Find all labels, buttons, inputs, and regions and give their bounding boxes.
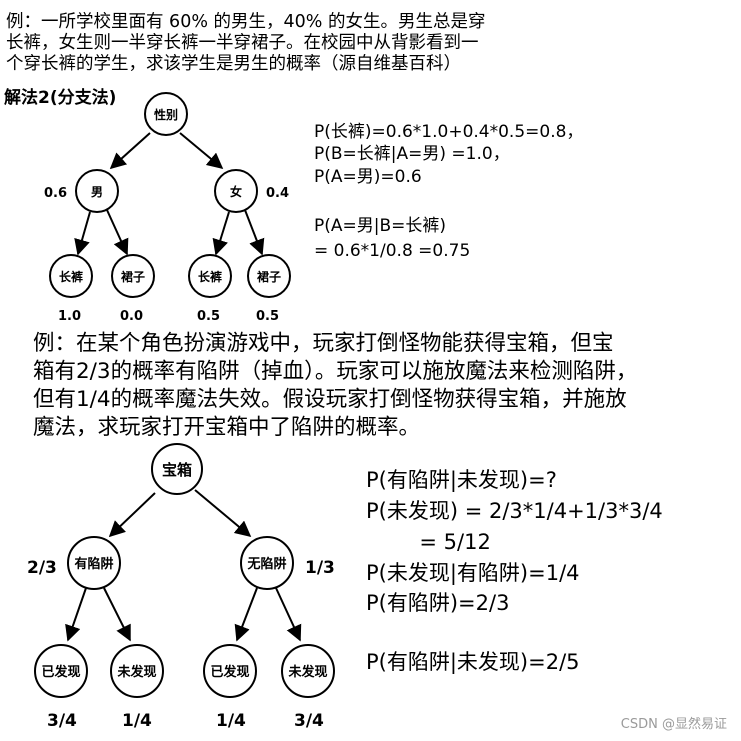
edge-chest-trap bbox=[108, 492, 156, 538]
prob-trap-notfound: 1/4 bbox=[122, 711, 152, 731]
prob-male-pants: 1.0 bbox=[58, 309, 81, 324]
node-root-chest bbox=[151, 443, 203, 495]
node-female-pants-label: 长裤 bbox=[198, 269, 222, 284]
node-root-gender-label: 性别 bbox=[153, 107, 178, 122]
edge-chest-notrap bbox=[194, 489, 252, 538]
example2-line-1: 例：在某个角色扮演游戏中，玩家打倒怪物能获得宝箱，但宝 bbox=[33, 331, 614, 356]
node-male bbox=[75, 169, 119, 213]
node-notrap-notfound bbox=[281, 644, 335, 698]
node-notrap-notfound-label: 未发现 bbox=[287, 664, 327, 680]
example1-equation-3: P(A=男)=0.6 bbox=[314, 167, 422, 187]
example2-equation-4: P(未发现|有陷阱)=1/4 bbox=[366, 561, 580, 585]
node-notrap-label: 无陷阱 bbox=[246, 556, 286, 572]
node-trap bbox=[67, 536, 121, 590]
prob-female: 0.4 bbox=[266, 186, 289, 201]
prob-male: 0.6 bbox=[44, 186, 67, 201]
node-notrap bbox=[240, 536, 294, 590]
example2-line-4: 魔法，求玩家打开宝箱中了陷阱的概率。 bbox=[33, 415, 421, 440]
prob-notrap-found: 1/4 bbox=[216, 711, 246, 731]
prob-male-skirt: 0.0 bbox=[120, 309, 143, 324]
node-root-chest-label: 宝箱 bbox=[162, 461, 192, 479]
prob-female-pants: 0.5 bbox=[197, 309, 220, 324]
edge-root-male bbox=[109, 132, 151, 170]
node-trap-label: 有陷阱 bbox=[74, 556, 113, 572]
edge-female-skirt bbox=[244, 209, 265, 256]
edge-trap-found bbox=[65, 587, 87, 642]
edge-male-skirt bbox=[106, 209, 129, 256]
edge-male-pants bbox=[74, 211, 91, 256]
prob-trap-found: 3/4 bbox=[47, 711, 77, 731]
node-female-label: 女 bbox=[230, 184, 242, 199]
node-female bbox=[214, 169, 258, 213]
node-male-skirt bbox=[111, 254, 155, 298]
node-female-skirt bbox=[247, 254, 291, 298]
example2-equation-5: P(有陷阱)=2/3 bbox=[366, 591, 510, 615]
edge-notrap-notfound bbox=[275, 587, 302, 642]
node-female-pants bbox=[188, 254, 232, 298]
node-trap-found bbox=[34, 644, 88, 698]
node-male-pants bbox=[49, 254, 93, 298]
node-trap-found-label: 已发现 bbox=[41, 664, 80, 680]
prob-trap: 2/3 bbox=[27, 558, 57, 578]
example2-equation-6: P(有陷阱|未发现)=2/5 bbox=[366, 650, 580, 674]
example1-line-1: 例：一所学校里面有 60% 的男生，40% 的女生。男生总是穿 bbox=[6, 12, 486, 32]
prob-notrap: 1/3 bbox=[305, 558, 335, 578]
node-male-pants-label: 长裤 bbox=[59, 269, 83, 284]
example2-line-2: 箱有2/3的概率有陷阱（掉血）。玩家可以施放魔法来检测陷阱， bbox=[33, 359, 638, 384]
node-trap-notfound bbox=[110, 644, 164, 698]
node-notrap-found bbox=[203, 644, 257, 698]
csdn-watermark: CSDN @显然易证 bbox=[620, 717, 727, 732]
example2-equation-2: P(未发现) = 2/3*1/4+1/3*3/4 bbox=[366, 499, 663, 523]
edge-trap-notfound bbox=[103, 587, 131, 642]
node-notrap-found-label: 已发现 bbox=[210, 664, 249, 680]
example1-line-3: 个穿长裤的学生，求该学生是男生的概率（源自维基百科） bbox=[6, 54, 461, 74]
edge-notrap-found bbox=[234, 587, 258, 642]
example1-equation-2: P(B=长裤|A=男) =1.0， bbox=[314, 144, 510, 164]
example2-equation-3: = 5/12 bbox=[366, 530, 491, 554]
node-root-gender bbox=[144, 92, 188, 136]
example1-equation-4: P(A=男|B=长裤) bbox=[314, 216, 447, 236]
example1-line-2: 长裤，女生则一半穿长裤一半穿裙子。在校园中从背影看到一 bbox=[6, 33, 479, 53]
prob-notrap-notfound: 3/4 bbox=[294, 711, 324, 731]
node-female-skirt-label: 裙子 bbox=[256, 269, 281, 284]
prob-female-skirt: 0.5 bbox=[256, 309, 279, 324]
example1-equation-5: = 0.6*1/0.8 =0.75 bbox=[314, 241, 471, 261]
example1-equation-1: P(长裤)=0.6*1.0+0.4*0.5=0.8， bbox=[314, 122, 584, 142]
example2-equation-1: P(有陷阱|未发现)=? bbox=[366, 468, 557, 492]
method-heading: 解法2(分支法) bbox=[4, 88, 117, 108]
node-trap-notfound-label: 未发现 bbox=[116, 664, 156, 680]
edge-female-pants bbox=[212, 211, 230, 256]
node-male-skirt-label: 裙子 bbox=[120, 269, 145, 284]
example2-line-3: 但有1/4的概率魔法失效。假设玩家打倒怪物获得宝箱，并施放 bbox=[33, 387, 627, 412]
edge-root-female bbox=[179, 132, 224, 170]
node-male-label: 男 bbox=[91, 185, 103, 199]
